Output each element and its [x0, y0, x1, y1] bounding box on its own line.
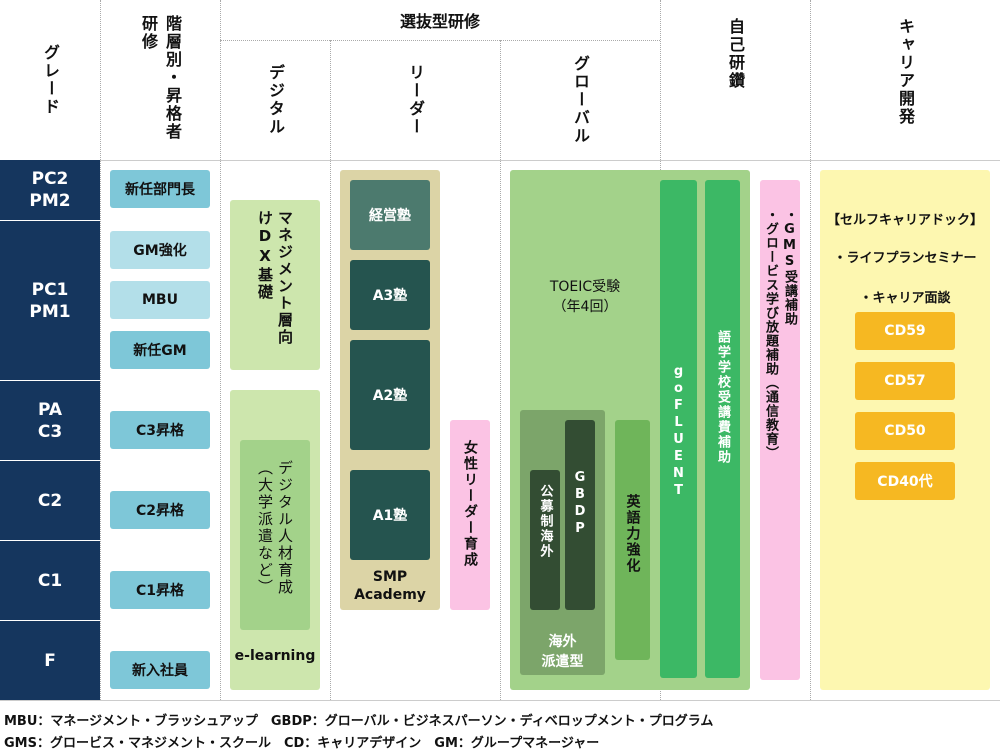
kaiso-item: C3昇格	[110, 411, 210, 449]
career-cd59: CD59	[855, 312, 955, 350]
kaiso-item: 新任GM	[110, 331, 210, 369]
global-koubo: 公募制海外	[530, 470, 560, 610]
global-koubo-label: 公募制海外	[537, 484, 553, 559]
header-digital-label: デジタル	[266, 64, 285, 136]
leader-a1: A1塾	[350, 470, 430, 560]
career-cd57: CD57	[855, 362, 955, 400]
leader-smp-box: 経営塾 A3塾 A2塾 A1塾 SMP Academy	[340, 170, 440, 610]
grade-pc2: PC2 PM2	[0, 160, 100, 220]
digital-dx-label: マネジメント層向けDX基礎	[256, 210, 294, 346]
digital-elearning-label: e-learning	[234, 648, 316, 664]
divider	[500, 40, 501, 700]
header-leader-label: リーダー	[406, 64, 425, 136]
global-kaigai-box: 公募制海外 GBDP 海外 派遣型	[520, 410, 605, 675]
jiko-gms1-label: ・GMS受講補助	[782, 208, 797, 326]
header-leader: リーダー	[330, 40, 500, 160]
kaiso-item: 新入社員	[110, 651, 210, 689]
jiko-gogaku: 語学学校受講費補助	[705, 180, 740, 678]
digital-dx-box: マネジメント層向けDX基礎	[230, 200, 320, 370]
header-global: グローバル	[500, 40, 660, 160]
digital-jinzai-label: デジタル人材育成（大学派遣など）	[256, 460, 294, 596]
leader-a3: A3塾	[350, 260, 430, 330]
header-senbatsu: 選抜型研修	[220, 0, 660, 40]
divider	[0, 700, 1000, 701]
career-dock: 【セルフキャリアドック】	[826, 212, 983, 228]
header-jiko-label: 自己研鑽	[726, 18, 745, 90]
header-kaiso: 階層別・昇格者研修	[100, 0, 220, 160]
footer-line1: MBU：マネージメント・ブラッシュアップ GBDP：グローバル・ビジネスパーソン…	[4, 714, 714, 729]
divider	[810, 0, 811, 700]
jiko-gofluent: goFLUENT	[660, 180, 697, 678]
grade-f: F	[0, 621, 100, 700]
divider	[220, 40, 660, 41]
kaiso-item: GM強化	[110, 231, 210, 269]
header-jiko: 自己研鑽	[660, 0, 810, 160]
global-eigo-label: 英語力強化	[624, 494, 641, 574]
kaiso-item: C2昇格	[110, 491, 210, 529]
header-grade-label: グレード	[41, 44, 60, 116]
jiko-gms2-label: ・グロービス学び放題補助（通信教育）	[763, 208, 778, 460]
leader-josei-label: 女性リーダー育成	[462, 440, 478, 568]
leader-keiei: 経営塾	[350, 180, 430, 250]
global-gbdp-label: GBDP	[572, 470, 588, 538]
career-cd40: CD40代	[855, 462, 955, 500]
kaiso-item: 新任部門長	[110, 170, 210, 208]
leader-josei-box: 女性リーダー育成	[450, 420, 490, 610]
grade-pa: PA C3	[0, 381, 100, 460]
divider	[330, 40, 331, 700]
jiko-box: goFLUENT 語学学校受講費補助	[660, 170, 750, 690]
jiko-gofluent-label: goFLUENT	[671, 364, 686, 500]
career-mendan: ・キャリア面談	[859, 290, 951, 306]
global-kaigai-label: 海外 派遣型	[541, 634, 584, 670]
divider	[100, 0, 101, 700]
career-cd50: CD50	[855, 412, 955, 450]
leader-a2: A2塾	[350, 340, 430, 450]
global-gbdp: GBDP	[565, 420, 595, 610]
divider	[220, 0, 221, 700]
header-grade: グレード	[0, 0, 100, 160]
footer-line2: GMS：グロービス・マネジメント・スクール CD：キャリアデザイン GM：グルー…	[4, 736, 600, 751]
header-career-label: キャリア開発	[896, 18, 915, 126]
career-plan: ・ライフプランセミナー	[833, 250, 977, 266]
digital-jinzai-box: デジタル人材育成（大学派遣など）	[240, 440, 310, 630]
leader-smp-label: SMP Academy	[354, 569, 426, 603]
header-career: キャリア開発	[810, 0, 1000, 160]
global-box: TOEIC受験 （年4回） 公募制海外 GBDP 海外 派遣型 英語力強化	[510, 170, 660, 690]
career-box: 【セルフキャリアドック】 ・ライフプランセミナー ・キャリア面談 CD59 CD…	[820, 170, 990, 690]
grade-c2: C2	[0, 461, 100, 540]
grade-pc1: PC1 PM1	[0, 221, 100, 380]
header-senbatsu-label: 選抜型研修	[399, 12, 480, 31]
jiko-gogaku-label: 語学学校受講費補助	[715, 330, 730, 465]
header-global-label: グローバル	[571, 55, 590, 145]
kaiso-item: C1昇格	[110, 571, 210, 609]
kaiso-item: MBU	[110, 281, 210, 319]
grade-c1: C1	[0, 541, 100, 620]
global-eigo-box: 英語力強化	[615, 420, 650, 660]
divider	[0, 160, 1000, 161]
header-kaiso-label: 階層別・昇格者研修	[139, 15, 182, 141]
digital-elearning-box: デジタル人材育成（大学派遣など） e-learning	[230, 390, 320, 690]
global-toeic: TOEIC受験 （年4回）	[549, 279, 621, 315]
header-digital: デジタル	[220, 40, 330, 160]
jiko-gms-box: ・GMS受講補助 ・グロービス学び放題補助（通信教育）	[760, 180, 800, 680]
